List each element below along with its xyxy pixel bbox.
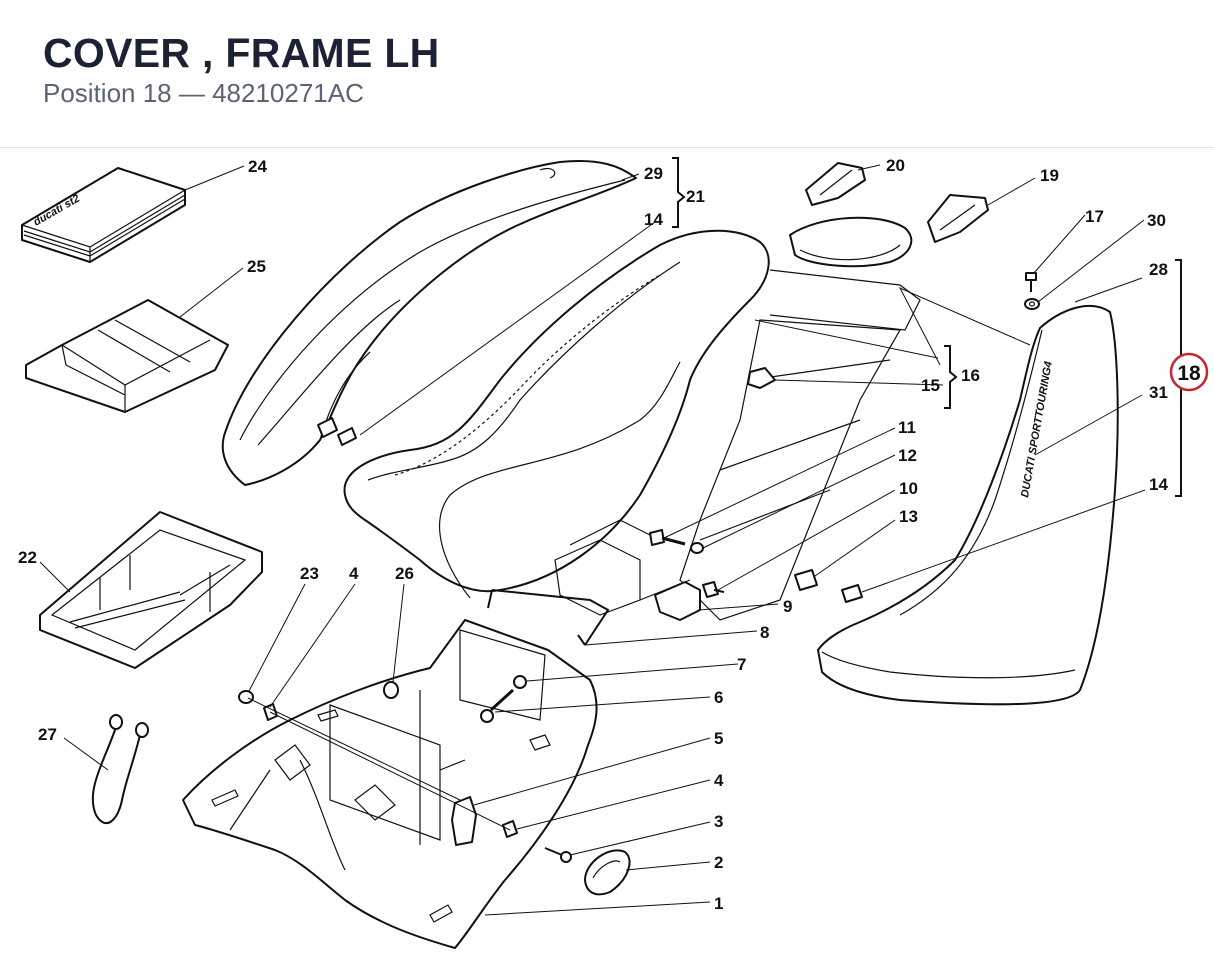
label-part-21: 21	[686, 187, 705, 206]
latch-wire-8-drawing	[487, 589, 610, 646]
label-part-24: 24	[248, 157, 267, 176]
bracket-9-drawing	[654, 581, 701, 621]
bracket-5-drawing	[451, 796, 477, 846]
main-seat-drawing	[343, 229, 770, 599]
rider-seat-drawing	[221, 159, 637, 486]
label-part-7: 7	[737, 655, 746, 674]
label-part-30: 30	[1147, 211, 1166, 230]
header: COVER , FRAME LH Position 18 — 48210271A…	[0, 0, 1214, 148]
label-part-1: 1	[714, 894, 723, 913]
pin-14-drawing	[841, 584, 863, 603]
label-part-19: 19	[1040, 166, 1059, 185]
screw-3-drawing	[544, 847, 572, 863]
label-part-9: 9	[783, 597, 792, 616]
nut-23-drawing	[238, 690, 254, 704]
frame-cover-lh-drawing: DUCATI SPORTTOURING4	[817, 304, 1119, 706]
owners-manual-drawing: ducati st2	[21, 167, 186, 263]
washer-12-drawing	[690, 542, 704, 554]
leader-lines	[39, 164, 1146, 916]
label-part-29: 29	[644, 164, 663, 183]
label-part-11: 11	[898, 418, 916, 437]
label-part-22: 22	[18, 548, 37, 567]
clip-4-lower-drawing	[502, 820, 518, 838]
label-part-2: 2	[714, 853, 723, 872]
label-part-23: 23	[300, 564, 319, 583]
cable-drawing	[91, 714, 149, 824]
diagram-svg: ducati st2	[18, 156, 1209, 949]
washer-30-drawing	[1024, 298, 1040, 310]
bolt-11-drawing	[649, 529, 686, 546]
rear-subframe-drawing	[554, 216, 921, 621]
grommet-2-drawing	[584, 849, 631, 896]
highlight-circle	[1169, 352, 1209, 392]
label-part-31: 31	[1149, 383, 1168, 402]
seat-clip-drawing	[747, 367, 776, 389]
label-part-13: 13	[899, 507, 918, 526]
label-part-16: 16	[961, 366, 980, 385]
label-part-5: 5	[714, 729, 723, 748]
label-part-14-cover: 14	[1149, 475, 1168, 494]
grommet-26-drawing	[383, 681, 399, 699]
tail-cap-drawing	[927, 194, 989, 243]
label-part-27: 27	[38, 725, 57, 744]
label-part-25: 25	[247, 257, 266, 276]
screw-17-drawing	[1025, 272, 1037, 292]
spacer-13-drawing	[794, 569, 818, 591]
page-title: COVER , FRAME LH	[43, 30, 440, 76]
label-part-4-upper: 4	[349, 564, 359, 583]
tail-light-housing-drawing	[805, 162, 866, 206]
label-part-20: 20	[886, 156, 905, 175]
page-subtitle: Position 18 — 48210271AC	[43, 78, 364, 108]
label-part-15: 15	[921, 376, 940, 395]
grommet-7-drawing	[513, 675, 527, 689]
label-part-12: 12	[898, 446, 917, 465]
rear-undertray-drawing	[182, 619, 598, 949]
label-part-26: 26	[395, 564, 414, 583]
label-part-8: 8	[760, 623, 769, 642]
part-number-labels: 24 25 22 27 29 21 14 20 19 17 30 28 31 1…	[18, 156, 1168, 913]
under-tray-drawing	[39, 511, 263, 669]
label-part-14-seat: 14	[644, 210, 663, 229]
label-part-28: 28	[1149, 260, 1168, 279]
label-part-3: 3	[714, 812, 723, 831]
document-pouch-drawing	[25, 299, 229, 413]
label-part-10: 10	[899, 479, 918, 498]
exploded-parts-diagram: ducati st2	[0, 148, 1214, 972]
seat-pins-drawing	[317, 417, 357, 446]
label-part-17: 17	[1085, 207, 1104, 226]
highlight-marker-18: 18	[1169, 352, 1209, 392]
highlight-label: 18	[1177, 362, 1201, 385]
label-part-4-lower: 4	[714, 771, 724, 790]
bolt-10-drawing	[702, 581, 725, 598]
bolt-6-drawing	[480, 688, 515, 723]
label-part-6: 6	[714, 688, 723, 707]
